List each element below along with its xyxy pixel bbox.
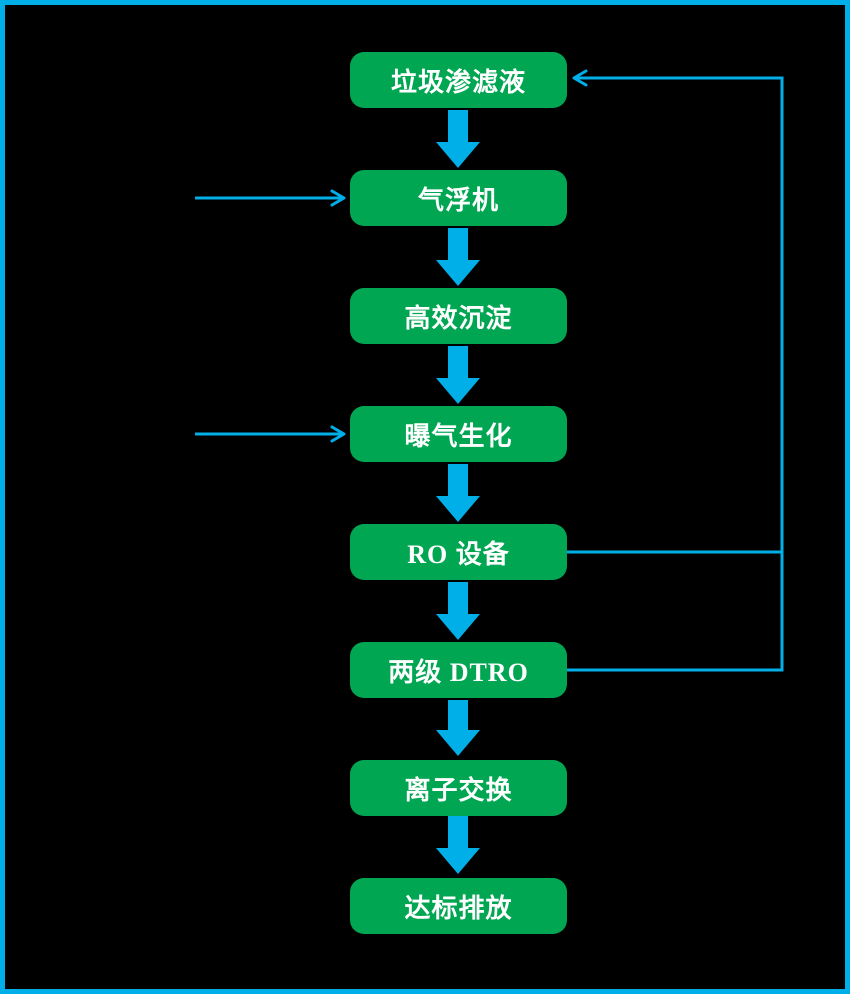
arrow-ro-to-dtro — [436, 582, 480, 640]
node-ion-exchange: 离子交换 — [350, 760, 567, 816]
arrow-ion-exchange-to-discharge — [436, 816, 480, 874]
recycle-arrow-from-dtro-to-leachate — [567, 69, 784, 672]
arrow-sedimentation-to-aeration — [436, 346, 480, 404]
arrow-dtro-to-ion-exchange — [436, 700, 480, 756]
node-air-flotation: 气浮机 — [350, 170, 567, 226]
arrow-flotation-to-sedimentation — [436, 228, 480, 286]
node-discharge-to-standard: 达标排放 — [350, 878, 567, 934]
node-ro-unit: RO 设备 — [350, 524, 567, 580]
node-high-efficiency-sedimentation: 高效沉淀 — [350, 288, 567, 344]
arrow-aeration-to-ro — [436, 464, 480, 522]
node-two-stage-dtro: 两级 DTRO — [350, 642, 567, 698]
node-landfill-leachate: 垃圾渗滤液 — [350, 52, 567, 108]
flow-down-arrows — [436, 110, 480, 874]
arrow-leachate-to-flotation — [436, 110, 480, 168]
node-aeration-biochemical: 曝气生化 — [350, 406, 567, 462]
